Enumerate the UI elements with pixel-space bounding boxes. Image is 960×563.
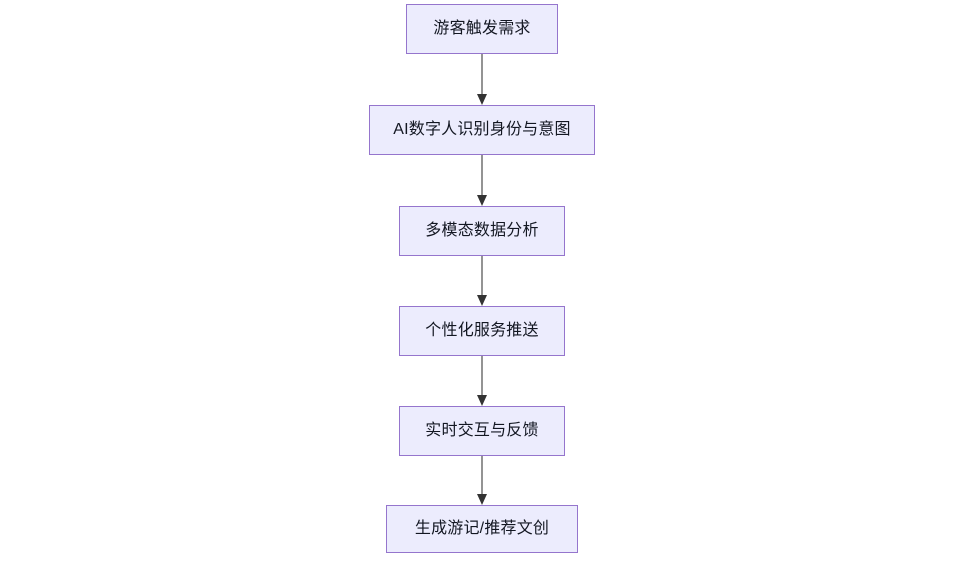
arrow-down-icon [477, 356, 487, 406]
arrow-down-icon [477, 155, 487, 206]
arrow-down-icon [477, 256, 487, 306]
flowchart-node-realtime-interaction[interactable]: 实时交互与反馈 [399, 406, 565, 456]
flowchart-node-multimodal-analysis[interactable]: 多模态数据分析 [399, 206, 565, 256]
flowchart-edge-3 [470, 356, 494, 406]
flowchart-edge-4 [470, 456, 494, 505]
flowchart-node-tourist-trigger[interactable]: 游客触发需求 [406, 4, 558, 54]
arrow-down-icon [477, 456, 487, 505]
flowchart-node-personalized-service[interactable]: 个性化服务推送 [399, 306, 565, 356]
arrow-down-icon [477, 54, 487, 105]
flowchart-node-ai-avatar-identify[interactable]: AI数字人识别身份与意图 [369, 105, 595, 155]
flowchart-edge-0 [470, 54, 494, 105]
flowchart-edge-1 [470, 155, 494, 206]
flowchart-node-generate-travelogue[interactable]: 生成游记/推荐文创 [386, 505, 578, 553]
flowchart-edge-2 [470, 256, 494, 306]
